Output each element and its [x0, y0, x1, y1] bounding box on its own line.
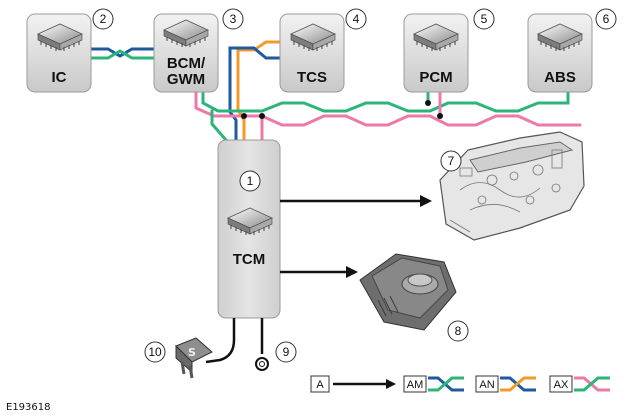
- module-bcm-label-line2: GWM: [167, 71, 205, 88]
- callout-5: 5: [481, 12, 488, 26]
- figure-reference: E193618: [6, 402, 51, 413]
- selector-module-image: 8: [359, 253, 469, 342]
- fuse-s-glyph: S: [188, 346, 196, 359]
- callout-1: 1: [247, 174, 254, 188]
- module-pcm-label: PCM: [419, 69, 452, 86]
- callout-2: 2: [100, 12, 107, 26]
- module-tcm[interactable]: 1 TCM: [217, 139, 281, 319]
- main-bus-pink-wire: [194, 91, 582, 127]
- module-abs-label: ABS: [544, 69, 576, 86]
- bcm-tcs-blue-wire: [228, 46, 282, 152]
- callout-7: 7: [448, 154, 455, 168]
- module-bcm-label-line1: BCM/: [167, 55, 206, 72]
- bcm-tcs-orange-wire: [236, 40, 282, 152]
- valve-body-image: 7: [439, 131, 585, 241]
- fuse-wire: [205, 318, 264, 364]
- callout-9: 9: [283, 345, 290, 359]
- splice-dots: [241, 100, 443, 119]
- callout-4: 4: [353, 12, 360, 26]
- legend-an-orange: [500, 376, 536, 392]
- module-abs[interactable]: ABS 6: [527, 8, 617, 93]
- callout-10: 10: [148, 345, 162, 359]
- ground-eyelet-icon: 9: [255, 341, 297, 371]
- legend-am-label: AM: [407, 379, 424, 391]
- module-ic-label: IC: [52, 69, 67, 86]
- fuse-image: S 10: [144, 337, 213, 379]
- tcm-output-arrows: [280, 195, 432, 278]
- main-bus-green-wire: [201, 88, 570, 113]
- module-tcs-label: TCS: [297, 69, 327, 86]
- legend-ax-green: [574, 376, 610, 392]
- legend-an-label: AN: [479, 379, 494, 391]
- module-ic[interactable]: IC 2: [26, 8, 114, 93]
- callout-6: 6: [603, 12, 610, 26]
- callout-3: 3: [230, 12, 237, 26]
- module-pcm[interactable]: PCM 5: [403, 8, 495, 93]
- callout-8: 8: [455, 324, 462, 338]
- legend: A AM AN AX: [310, 375, 610, 393]
- legend-a-label: A: [316, 379, 324, 391]
- ic-bcm-green-wire: [86, 49, 156, 60]
- module-bcm-gwm[interactable]: BCM/ GWM 3: [153, 8, 244, 93]
- ic-bcm-blue-wire: [86, 47, 156, 58]
- legend-am-green: [428, 376, 464, 392]
- module-tcm-label: TCM: [233, 251, 266, 268]
- module-tcs[interactable]: TCS 4: [279, 8, 367, 93]
- legend-ax-label: AX: [554, 379, 569, 391]
- can-wiring: [86, 40, 582, 152]
